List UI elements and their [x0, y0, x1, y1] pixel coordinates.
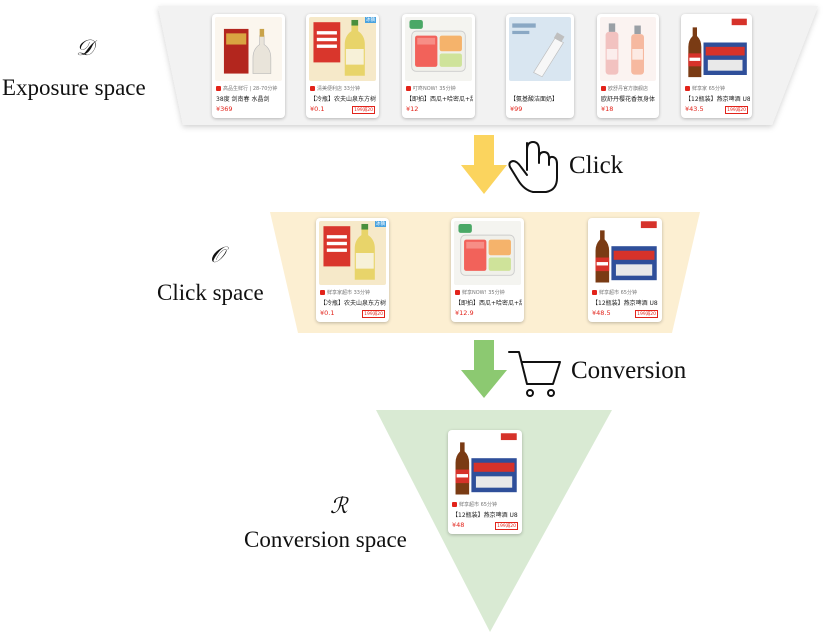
- product-title: 欧舒丹樱花香氛身体: [601, 96, 656, 103]
- hand-pointer-icon: [508, 141, 558, 193]
- promo-tag: 199减20: [495, 522, 518, 530]
- click-action-label: Click: [569, 152, 624, 179]
- click-space-symbol: 𝒪: [210, 243, 224, 268]
- promo-tag: 199减20: [362, 310, 385, 318]
- promo-tag: 199减20: [352, 106, 375, 114]
- product-price: ¥48: [452, 521, 465, 529]
- promo-tag: 199减20: [725, 106, 748, 114]
- click-space-label: Click space: [157, 280, 264, 305]
- conversion-space-label: Conversion space: [244, 527, 407, 552]
- store-icon: [601, 86, 606, 91]
- store-name: 鲜享家 65分钟: [692, 86, 725, 92]
- product-price: ¥12: [406, 105, 419, 113]
- exposure-product-card[interactable]: 高品生鲜行 | 28-70分钟 38度 剑南春 水晶剑 ¥369: [212, 14, 285, 118]
- product-image: [591, 221, 659, 285]
- store-name: 叮咚NOW! 35分钟: [413, 86, 456, 92]
- product-title: 【冷瓶】农夫山泉东方树: [320, 300, 387, 307]
- store-name: 欧舒丹官方旗舰店: [608, 86, 649, 92]
- exposure-product-card[interactable]: 叮咚NOW! 35分钟【即拍】西瓜+哈密瓜+甜 ¥12: [402, 14, 475, 118]
- exposure-product-card[interactable]: 【氨基酸洁面奶】 ¥99: [506, 14, 574, 118]
- conversion-space-symbol: ℛ: [330, 494, 348, 519]
- product-price: ¥12.9: [455, 309, 474, 317]
- product-title: 【12瓶装】燕京啤酒 U8: [452, 512, 518, 519]
- exposure-space-symbol: 𝒟: [76, 36, 94, 61]
- exposure-product-card[interactable]: 冰镇清美便利店 33分钟【冷瓶】农夫山泉东方树 ¥0.1 199减20: [306, 14, 379, 118]
- product-title: 【即拍】西瓜+哈密瓜+甜: [406, 96, 473, 103]
- product-image: [309, 17, 376, 81]
- product-image: [405, 17, 472, 81]
- product-image: [451, 433, 519, 497]
- store-name: 高品生鲜行 | 28-70分钟: [223, 86, 278, 92]
- store-icon: [455, 290, 460, 295]
- product-title: 【即拍】西瓜+哈密瓜+甜: [455, 300, 522, 307]
- store-icon: [452, 502, 457, 507]
- product-badge: 冰镇: [365, 17, 376, 23]
- store-icon: [685, 86, 690, 91]
- product-title: 【12瓶装】燕京啤酒 U8: [685, 96, 750, 103]
- store-icon: [310, 86, 315, 91]
- store-icon: [216, 86, 221, 91]
- product-price: ¥0.1: [320, 309, 335, 317]
- product-price: ¥43.5: [685, 105, 704, 113]
- click-product-card[interactable]: 鲜享超市 65分钟【12瓶装】燕京啤酒 U8 ¥48.5 199减20: [588, 218, 662, 322]
- product-image: [684, 17, 749, 81]
- exposure-space-label: Exposure space: [2, 75, 146, 100]
- product-title: 【氨基酸洁面奶】: [510, 96, 559, 103]
- shopping-cart-icon: [508, 351, 561, 397]
- product-price: ¥18: [601, 105, 614, 113]
- product-badge: 冰镇: [375, 221, 386, 227]
- product-image: [319, 221, 386, 285]
- product-price: ¥99: [510, 105, 523, 113]
- product-image: [509, 17, 571, 81]
- store-name: 鲜享NOW! 35分钟: [462, 290, 505, 296]
- store-name: 鲜享家超市 33分钟: [327, 290, 370, 296]
- exposure-product-card[interactable]: 欧舒丹官方旗舰店欧舒丹樱花香氛身体 ¥18: [597, 14, 659, 118]
- store-name: 清美便利店 33分钟: [317, 86, 360, 92]
- product-price: ¥48.5: [592, 309, 611, 317]
- product-price: ¥369: [216, 105, 233, 113]
- store-name: 鲜享超市 65分钟: [459, 502, 497, 508]
- conversion-arrow: [461, 340, 507, 398]
- store-icon: [406, 86, 411, 91]
- product-title: 【冷瓶】农夫山泉东方树: [310, 96, 377, 103]
- product-price: ¥0.1: [310, 105, 325, 113]
- click-arrow: [461, 135, 507, 194]
- product-title: 38度 剑南春 水晶剑: [216, 96, 270, 103]
- product-image: [600, 17, 656, 81]
- product-image: [454, 221, 521, 285]
- exposure-product-card[interactable]: 鲜享家 65分钟【12瓶装】燕京啤酒 U8 ¥43.5 199减20: [681, 14, 752, 118]
- click-product-card[interactable]: 鲜享NOW! 35分钟【即拍】西瓜+哈密瓜+甜 ¥12.9: [451, 218, 524, 322]
- product-title: 【12瓶装】燕京啤酒 U8: [592, 300, 658, 307]
- product-image: [215, 17, 282, 81]
- promo-tag: 199减20: [635, 310, 658, 318]
- store-icon: [320, 290, 325, 295]
- click-product-card[interactable]: 冰镇鲜享家超市 33分钟【冷瓶】农夫山泉东方树 ¥0.1 199减20: [316, 218, 389, 322]
- conversion-action-label: Conversion: [571, 357, 687, 384]
- conversion-product-card[interactable]: 鲜享超市 65分钟【12瓶装】燕京啤酒 U8 ¥48 199减20: [448, 430, 522, 534]
- store-name: 鲜享超市 65分钟: [599, 290, 637, 296]
- store-icon: [592, 290, 597, 295]
